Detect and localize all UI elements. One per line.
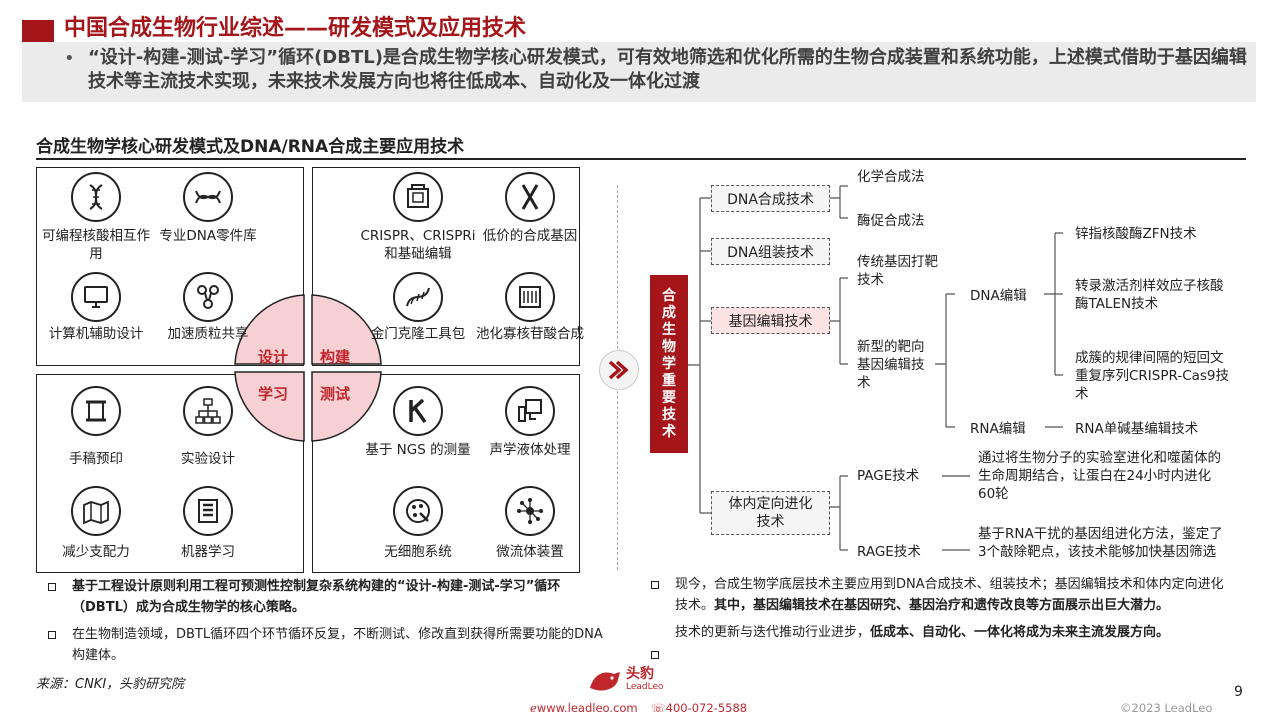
dna-strand-icon [183,172,233,222]
phone-icon: ☏ [651,701,666,715]
cell-free-icon [393,486,443,536]
node-in-vivo-evolution: 体内定向进化技术 [711,491,830,535]
right-bullet-2-bold: 低成本、自动化、一体化将成为未来主流发展方向。 [870,625,1170,640]
dna-helix-icon [71,172,121,222]
summary-bullet: • [64,48,75,69]
build-item-2: 低价的合成基因 [482,228,578,244]
learn-quadrant [36,374,304,573]
computer-icon [71,272,121,322]
test-item-1: 基于 NGS 的测量 [365,442,471,458]
build-item-3: 金门克隆工具包 [370,326,466,342]
design-item-2: 专业DNA零件库 [159,228,257,244]
page-title: 中国合成生物行业综述——研发模式及应用技术 [64,16,527,41]
copyright: ©2023 LeadLeo [1120,701,1213,715]
web-icon: ℯ [530,701,537,715]
summary-box: • “设计-构建-测试-学习”循环(DBTL)是合成生物学核心研发模式，可有效地… [22,42,1256,102]
phone-number: 400-072-5588 [665,701,748,715]
tree-root: 合成生物学重要技术 [650,275,688,453]
logo-cn: 头豹 [626,666,654,682]
test-quadrant [312,374,580,573]
source-note: 来源：CNKI，头豹研究院 [36,677,185,692]
learn-item-4: 机器学习 [181,544,235,560]
learn-item-2: 实验设计 [181,451,235,467]
next-arrow-icon [599,350,639,390]
chromosome-icon [505,172,555,222]
learn-item-3: 减少支配力 [62,544,130,560]
node-enzyme-synthesis: 酶促合成法 [857,213,925,229]
bullet-square [48,631,56,639]
build-item-1: CRISPR、CRISPRi和基础编辑 [360,228,476,262]
manuscript-icon [71,386,121,436]
crispr-tool-icon [393,172,443,222]
node-rna-base-editing: RNA单碱基编辑技术 [1075,421,1199,437]
node-novel-targeting: 新型的靶向基因编辑技术 [857,339,925,391]
design-label: 设计 [258,348,289,366]
design-item-1: 可编程核酸相互作用 [42,228,150,262]
test-item-3: 无细胞系统 [384,544,452,560]
test-item-4: 微流体装置 [496,544,564,560]
page-number: 9 [1234,684,1243,700]
build-quadrant [312,167,580,366]
logo-en: LeadLeo [626,682,664,692]
leopard-logo-icon [590,672,620,691]
section-divider [36,158,1246,160]
left-bullet-1: 基于工程设计原则利用工程可预测性控制复杂系统构建的“设计-构建-测试-学习”循环… [72,579,561,615]
design-quadrant [36,167,304,366]
left-bullets: 基于工程设计原则利用工程可预测性控制复杂系统构建的“设计-构建-测试-学习”循环… [46,576,606,666]
test-item-2: 声学液体处理 [489,442,571,458]
dbtl-cycle-circle [234,294,382,442]
right-bullet-1-bold: 其中，基因编辑技术在基因研究、基因治疗和遗传改良等方面展示出巨大潜力。 [714,598,1170,613]
learn-item-1: 手稿预印 [69,451,123,467]
oligo-pool-icon [505,272,555,322]
node-dna-synthesis: DNA合成技术 [711,185,830,212]
footer-logo: 头豹 LeadLeo [588,666,664,694]
node-chem-synthesis: 化学合成法 [857,169,925,185]
page-description: 通过将生物分子的实验室进化和噬菌体的生命周期结合，让蛋白在24小时内进化60轮 [978,450,1221,502]
bullet-square [651,651,659,659]
node-dna-editing: DNA编辑 [970,288,1027,304]
ngs-icon [393,386,443,436]
right-bullet-2-plain: 技术的更新与迭代推动行业进步， [675,625,871,640]
node-gene-editing: 基因编辑技术 [711,307,830,334]
build-label: 构建 [320,348,351,366]
hierarchy-icon [183,386,233,436]
machine-learning-icon [183,486,233,536]
cloning-kit-icon [393,272,443,322]
node-zfn: 锌指核酸酶ZFN技术 [1075,226,1197,242]
right-bullet-1-plain: 现今，合成生物学底层技术主要应用到DNA合成技术、组装技术；基因编辑技术和体内定… [675,577,1224,613]
node-rage: RAGE技术 [857,544,921,560]
test-label: 测试 [320,385,351,403]
left-bullet-2: 在生物制造领域，DBTL循环四个环节循环反复，不断测试、修改直到获得所需要功能的… [72,627,603,663]
build-item-4: 池化寡核苷酸合成 [476,326,584,342]
footer-contact: ℯwww.leadleo.com ☏400-072-5588 [530,701,747,715]
summary-text: “设计-构建-测试-学习”循环(DBTL)是合成生物学核心研发模式，可有效地筛选… [88,47,1247,92]
node-dna-assembly: DNA组装技术 [711,238,830,265]
map-pin-icon [71,486,121,536]
right-bullets: 现今，合成生物学底层技术主要应用到DNA合成技术、组装技术；基因编辑技术和体内定… [651,574,1236,659]
design-item-4: 加速质粒共享 [167,326,249,342]
section-title: 合成生物学核心研发模式及DNA/RNA合成主要应用技术 [36,137,465,157]
bullet-square [48,583,56,591]
node-crispr: 成簇的规律间隔的短回文重复序列CRISPR-Cas9技术 [1075,350,1230,402]
bullet-square [651,581,659,589]
tree-connectors [688,185,1063,551]
node-talen: 转录激活剂样效应子核酸酶TALEN技术 [1075,278,1224,312]
node-rna-editing: RNA编辑 [970,421,1026,437]
node-traditional-targeting: 传统基因打靶技术 [857,254,938,288]
microfluidic-icon [505,486,555,536]
learn-label: 学习 [258,385,289,403]
node-page: PAGE技术 [857,468,920,484]
rage-description: 基于RNA干扰的基因组进化方法，鉴定了3个敲除靶点，该技术能够加快基因筛选 [978,526,1223,560]
design-item-3: 计算机辅助设计 [48,326,144,342]
website-link[interactable]: www.leadleo.com [536,701,638,715]
acoustic-liquid-icon [505,386,555,436]
plasmid-share-icon [183,272,233,322]
